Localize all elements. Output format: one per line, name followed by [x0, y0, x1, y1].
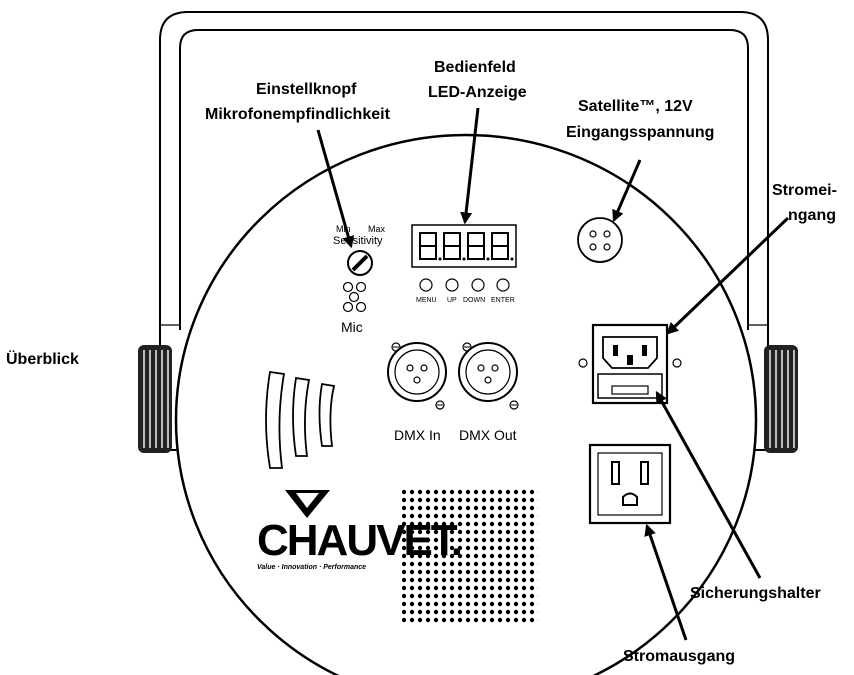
- label-fuse: Sicherungshalter: [690, 585, 821, 602]
- down-button[interactable]: [471, 278, 485, 292]
- led-display: [411, 224, 517, 268]
- satellite-connector[interactable]: [577, 217, 623, 263]
- label-satellite-line2: Eingangsspannung: [566, 124, 714, 141]
- control-buttons: MENU UP DOWN ENTER: [416, 278, 515, 304]
- label-satellite-line1: Satellite™, 12V: [578, 98, 693, 115]
- callout-arrows: [316, 107, 790, 641]
- left-knob: [138, 345, 172, 453]
- label-knob-line2: Mikrofonempfindlichkeit: [205, 106, 391, 123]
- label-knob-line1: Einstellknopf: [256, 81, 357, 98]
- enter-button-label: ENTER: [491, 297, 515, 304]
- enter-button[interactable]: [496, 278, 510, 292]
- power-inlet[interactable]: [578, 323, 682, 405]
- vent-slots: [265, 370, 336, 469]
- up-button[interactable]: [445, 278, 459, 292]
- sens-max-label: Max: [368, 224, 386, 234]
- chauvet-logo: CHAUVET. Value · Innovation · Performanc…: [257, 490, 463, 571]
- up-button-label: UP: [447, 297, 457, 304]
- dmx-out-connector[interactable]: [458, 342, 519, 410]
- right-knob: [764, 345, 798, 453]
- label-power-in-line1: Stromei-: [772, 182, 837, 199]
- label-power-in-line2: ngang: [788, 207, 836, 224]
- down-button-label: DOWN: [463, 297, 485, 304]
- menu-button-label: MENU: [416, 297, 437, 304]
- dmx-in-connector[interactable]: [387, 342, 447, 410]
- dmx-in-label: DMX In: [394, 427, 441, 443]
- menu-button[interactable]: [419, 278, 433, 292]
- label-panel-line1: Bedienfeld: [434, 59, 516, 76]
- label-power-out: Stromausgang: [623, 648, 735, 665]
- mic-label: Mic: [341, 319, 363, 335]
- sens-min-label: Min: [336, 224, 351, 234]
- led-digits: [419, 232, 509, 260]
- brand-tagline: Value · Innovation · Performance: [257, 564, 366, 571]
- brand-text: CHAUVET.: [257, 516, 461, 565]
- speaker-grille: [402, 488, 538, 624]
- label-overview: Überblick: [6, 349, 79, 368]
- sensitivity-label: Sensitivity: [333, 235, 383, 247]
- mic: Mic: [341, 281, 367, 335]
- dmx-out-label: DMX Out: [459, 427, 517, 443]
- fixture-body: [174, 133, 758, 675]
- label-panel-line2: LED-Anzeige: [428, 84, 527, 101]
- power-outlet[interactable]: [588, 443, 672, 525]
